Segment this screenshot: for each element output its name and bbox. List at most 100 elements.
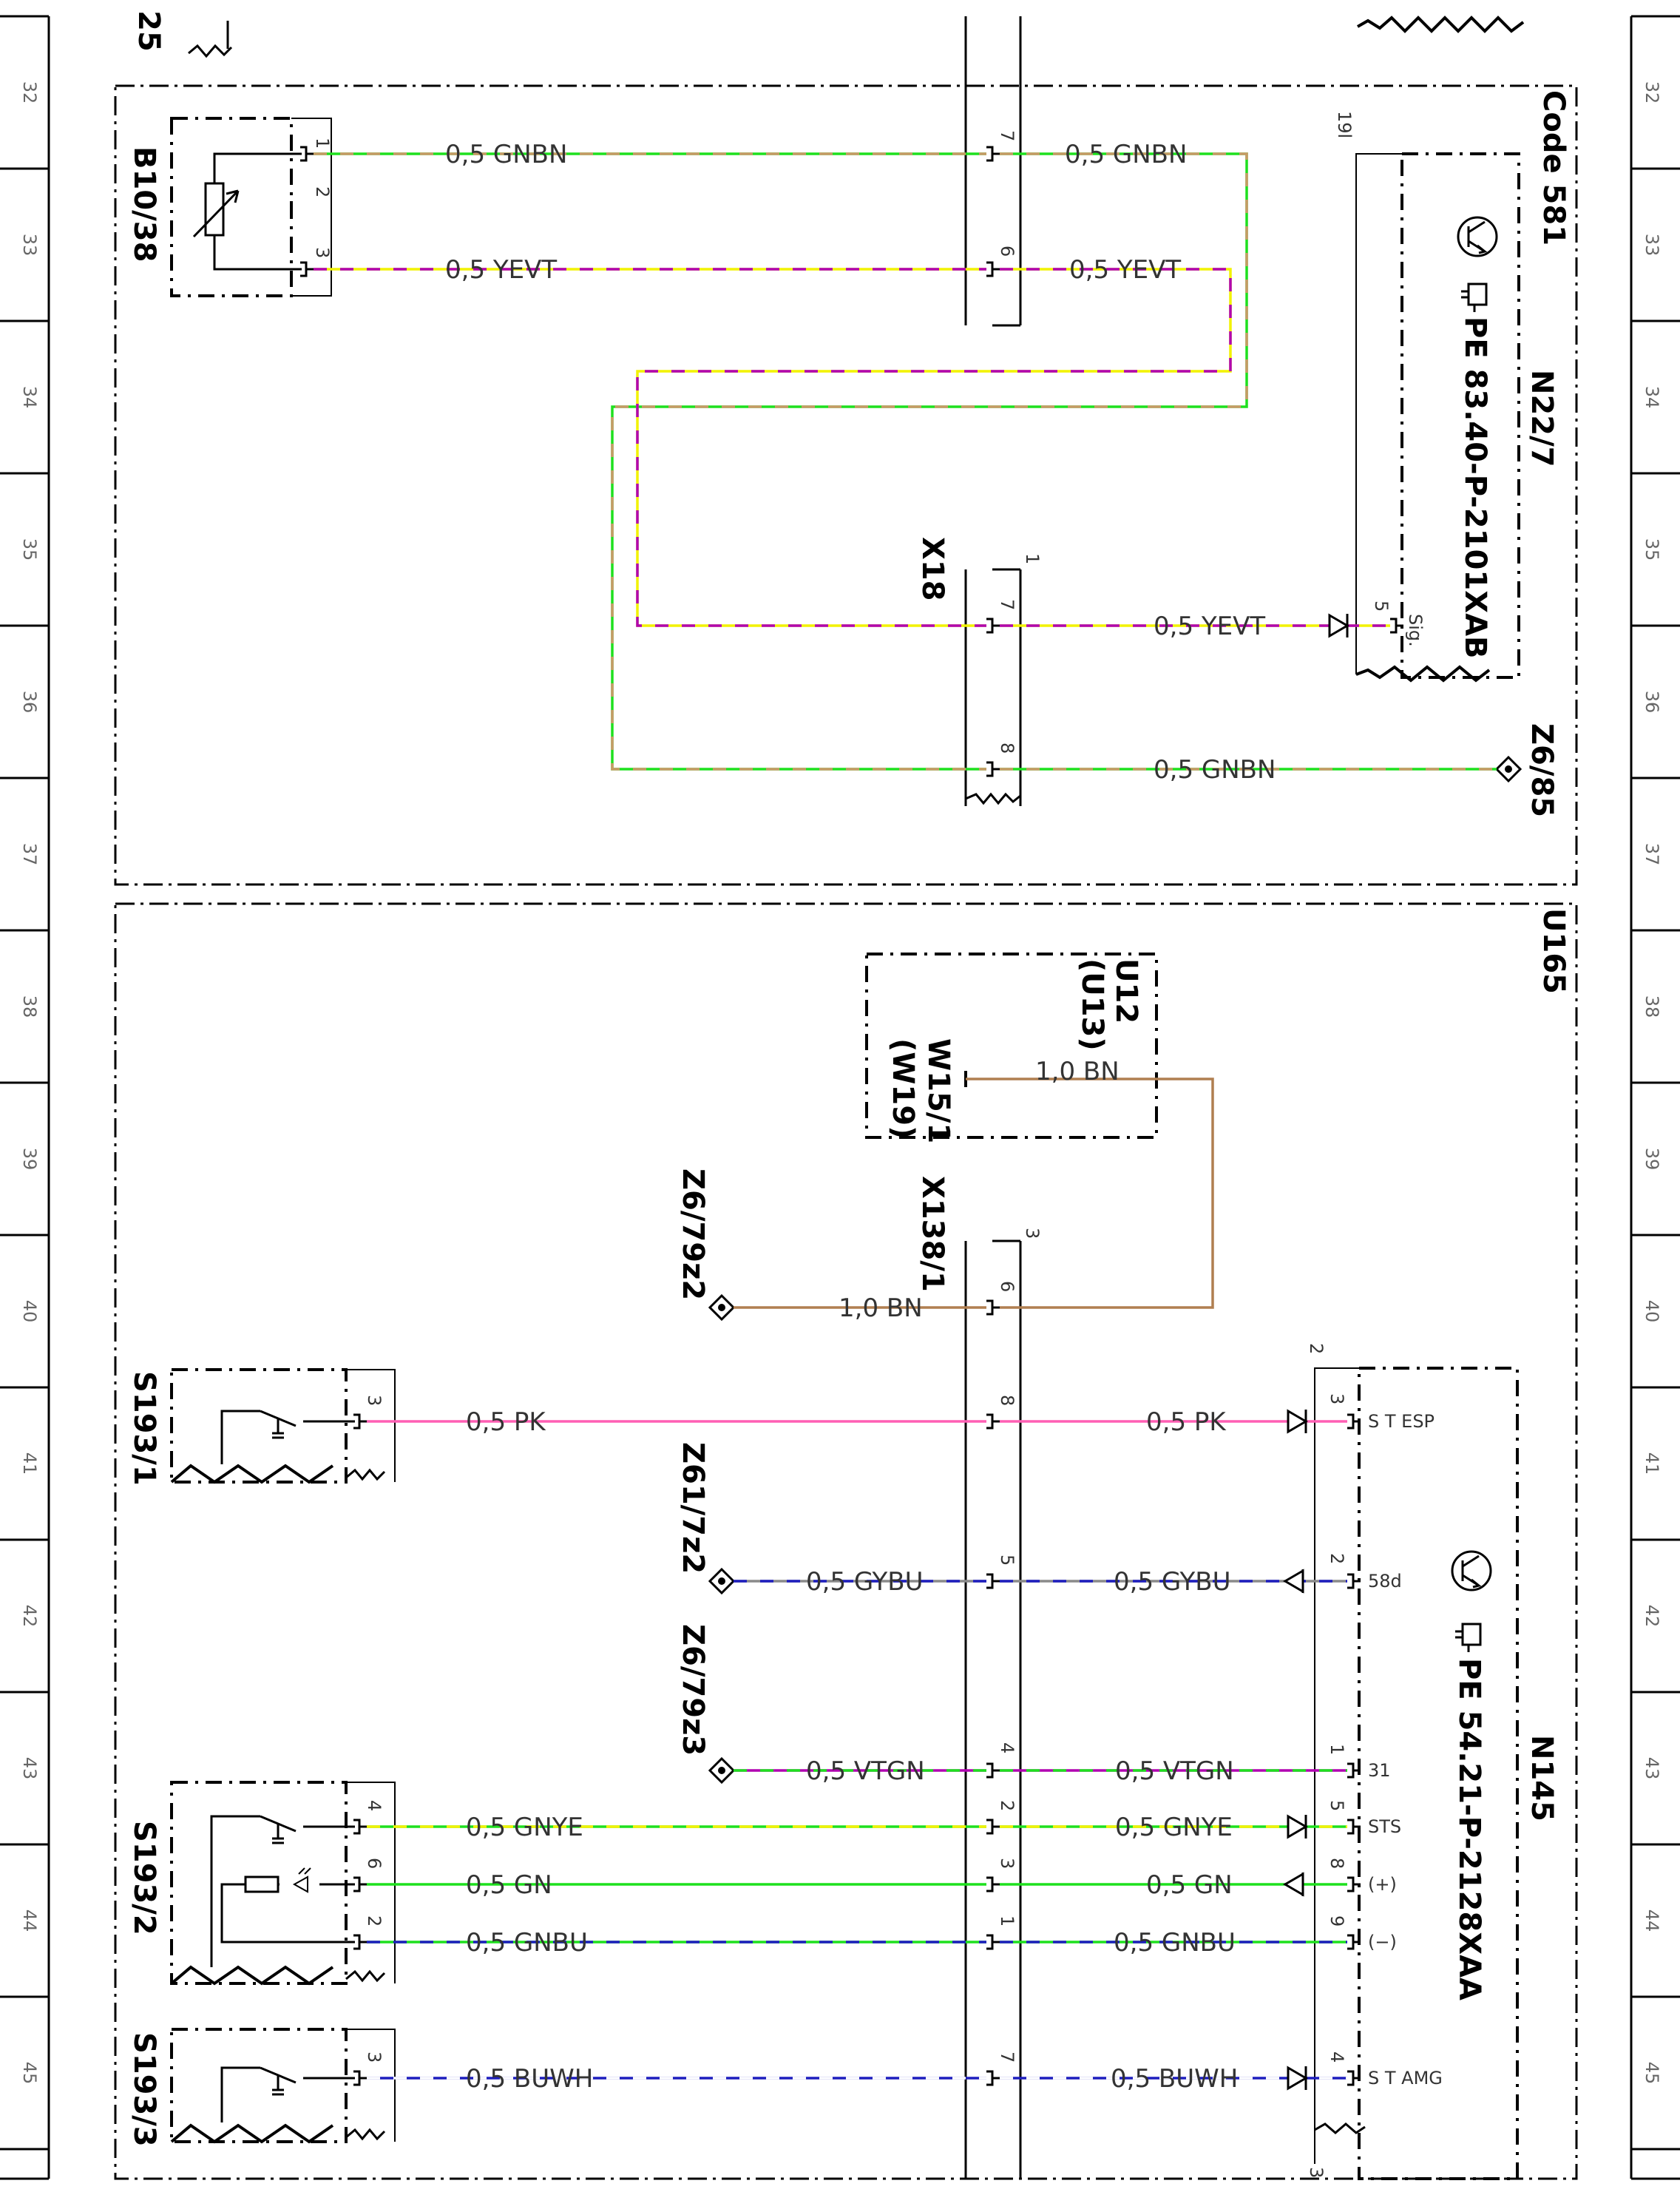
wire-label-w5: 1,0 BN — [1035, 1057, 1120, 1086]
wire-labels: 0,5 GNBN 0,5 GNBN 0,5 YEVT 0,5 YEVT 0,5 … — [445, 140, 1276, 2094]
wire-yevt-connector-x18-stripe — [636, 268, 1232, 627]
s193-1-pin-3: 3 — [364, 1395, 385, 1406]
reference-hand-icon — [1455, 1623, 1482, 1652]
grid-row-number: 44 — [1642, 1909, 1662, 1932]
n22-pin-5: 5 — [1371, 601, 1392, 612]
component-s193-3[interactable]: 3 — [170, 2028, 396, 2144]
wire-label-w7b: 0,5 PK — [1146, 1407, 1227, 1437]
n145-signal-plus: (+) — [1368, 1874, 1397, 1895]
grid-row-number: 35 — [1642, 538, 1662, 561]
x138-pin-8: 8 — [997, 1395, 1017, 1406]
component-label-z6-85: Z6/85 — [1525, 723, 1559, 817]
wire-label-w9b: 0,5 VTGN — [1115, 1756, 1234, 1786]
grid-strip-right: 323334353637383940414243444546 — [1630, 15, 1680, 2180]
grid-row-number: 35 — [19, 538, 40, 561]
b10-pin-1: 1 — [312, 138, 333, 149]
n145-top-label: 2 — [1306, 1343, 1327, 1354]
wire-label-w7a: 0,5 PK — [466, 1407, 546, 1437]
wire-label-w11a: 0,5 GN — [466, 1870, 552, 1900]
x18-sub-label: 1 — [1022, 553, 1043, 564]
wire-label-w6: 1,0 BN — [839, 1293, 923, 1323]
connector-x18[interactable]: 7 8 — [964, 568, 1022, 806]
terminal-z6-79z2[interactable] — [708, 1293, 736, 1322]
component-label-x138-1: X138/1 — [915, 1176, 949, 1292]
n22-pin-19l: 19l — [1334, 111, 1355, 138]
n145-pin-4: 4 — [1327, 2051, 1347, 2063]
component-s193-2[interactable]: 4 6 2 — [170, 1781, 396, 1986]
grid-row-number: 41 — [1642, 1452, 1662, 1475]
n145-pin-3: 3 — [1327, 1393, 1347, 1404]
break-mark-top-left — [188, 21, 233, 58]
n145-signal-st-esp: S T ESP — [1368, 1411, 1435, 1432]
n145-reference: PE 54.21-P-2128XAA — [1452, 1658, 1486, 2000]
x138-pin-3: 3 — [997, 1858, 1017, 1869]
component-label-s193-2: S193/2 — [127, 1821, 161, 1935]
grid-row-number: 39 — [1642, 1148, 1662, 1171]
n145-pin-1: 1 — [1327, 1744, 1347, 1755]
n145-signal-58d: 58d — [1368, 1571, 1402, 1591]
s193-2-pin-2: 2 — [364, 1915, 385, 1927]
grid-row-number: 38 — [1642, 995, 1662, 1018]
grid-row-number: 42 — [1642, 1605, 1662, 1628]
connector-upper-pin-6: 6 — [997, 246, 1017, 257]
component-label-u13: (U13) — [1075, 958, 1109, 1051]
n145-pin-5: 5 — [1327, 1800, 1347, 1811]
terminal-z6-79z3[interactable] — [708, 1756, 736, 1785]
n22-pin-sig: Sig. — [1405, 614, 1426, 647]
component-label-n145: N145 — [1525, 1735, 1559, 1821]
frame-code-581 — [114, 84, 1578, 886]
component-label-z6-79z2: Z6/79z2 — [676, 1168, 710, 1300]
transistor-icon — [1451, 1550, 1492, 1591]
component-b10-38[interactable]: 1 2 3 — [170, 117, 333, 297]
wire-gnbn-connector-x18-stripe — [611, 152, 1248, 771]
component-label-w19: (W19) — [886, 1038, 920, 1139]
component-s193-1[interactable]: 3 — [170, 1368, 396, 1484]
n22-reference: PE 83.40-P-2101XAB — [1458, 317, 1492, 659]
frame-u165 — [114, 902, 1578, 2180]
n145-signal-31: 31 — [1368, 1760, 1391, 1781]
n145-pin-9: 9 — [1327, 1915, 1347, 1927]
wire-label-w10b: 0,5 GNYE — [1115, 1813, 1233, 1842]
break-mark-top-right — [1357, 16, 1525, 33]
terminal-z61-7z2[interactable] — [708, 1567, 736, 1595]
n145-pin-2: 2 — [1327, 1553, 1347, 1564]
grid-row-number: 37 — [19, 843, 40, 866]
component-label-z61-7z2: Z61/7z2 — [676, 1442, 710, 1574]
arrow-right-icon — [1328, 613, 1349, 638]
frame-code-581-label: Code 581 — [1537, 90, 1571, 246]
n145-signal-minus: (−) — [1368, 1932, 1397, 1952]
terminal-z6-85[interactable] — [1494, 755, 1522, 783]
connector-x138-1[interactable]: 6 8 5 4 2 3 1 7 — [964, 1239, 1022, 2179]
wire-label-w2a: 0,5 YEVT — [445, 255, 557, 285]
wire-label-w9a: 0,5 VTGN — [806, 1756, 925, 1786]
x18-pin-7: 7 — [997, 599, 1017, 610]
component-n145[interactable]: 3 2 1 5 8 9 4 S T ESP 58d 31 STS (+) (−)… — [1314, 1367, 1519, 2180]
transistor-icon — [1457, 216, 1498, 257]
wire-label-w2b: 0,5 YEVT — [1069, 255, 1181, 285]
grid-row-number: 34 — [1642, 386, 1662, 409]
connector-upper[interactable]: 7 6 — [964, 16, 1017, 325]
wire-bn-w15-x138 — [966, 1078, 1214, 1309]
component-label-u12: U12 — [1109, 958, 1143, 1024]
n145-signal-st-amg: S T AMG — [1368, 2068, 1443, 2088]
component-u12-box[interactable] — [865, 953, 1158, 1139]
component-label-n22-7: N22/7 — [1525, 370, 1559, 467]
reference-hand-icon — [1461, 283, 1488, 312]
b10-pin-2: 2 — [312, 186, 333, 197]
s193-2-pin-4: 4 — [364, 1800, 385, 1811]
arrow-right-icon — [1287, 2066, 1308, 2091]
grid-row-number: 32 — [19, 81, 40, 104]
grid-row-number: 42 — [19, 1605, 40, 1628]
wire-label-w1b: 0,5 GNBN — [1065, 140, 1187, 169]
wire-label-w12a: 0,5 GNBU — [466, 1928, 588, 1958]
arrow-right-icon — [1287, 1814, 1308, 1839]
component-label-w15-1: W15/1 — [921, 1038, 955, 1143]
grid-row-number: 33 — [19, 234, 40, 257]
wire-label-w11b: 0,5 GN — [1146, 1870, 1233, 1900]
component-label-s193-3: S193/3 — [127, 2032, 161, 2147]
grid-row-number: 40 — [19, 1300, 40, 1323]
grid-row-number: 41 — [19, 1452, 40, 1475]
direction-arrows — [1283, 613, 1349, 2091]
component-n22-7[interactable]: 5 Sig. PE 83.40-P-2101XAB — [1355, 152, 1520, 683]
